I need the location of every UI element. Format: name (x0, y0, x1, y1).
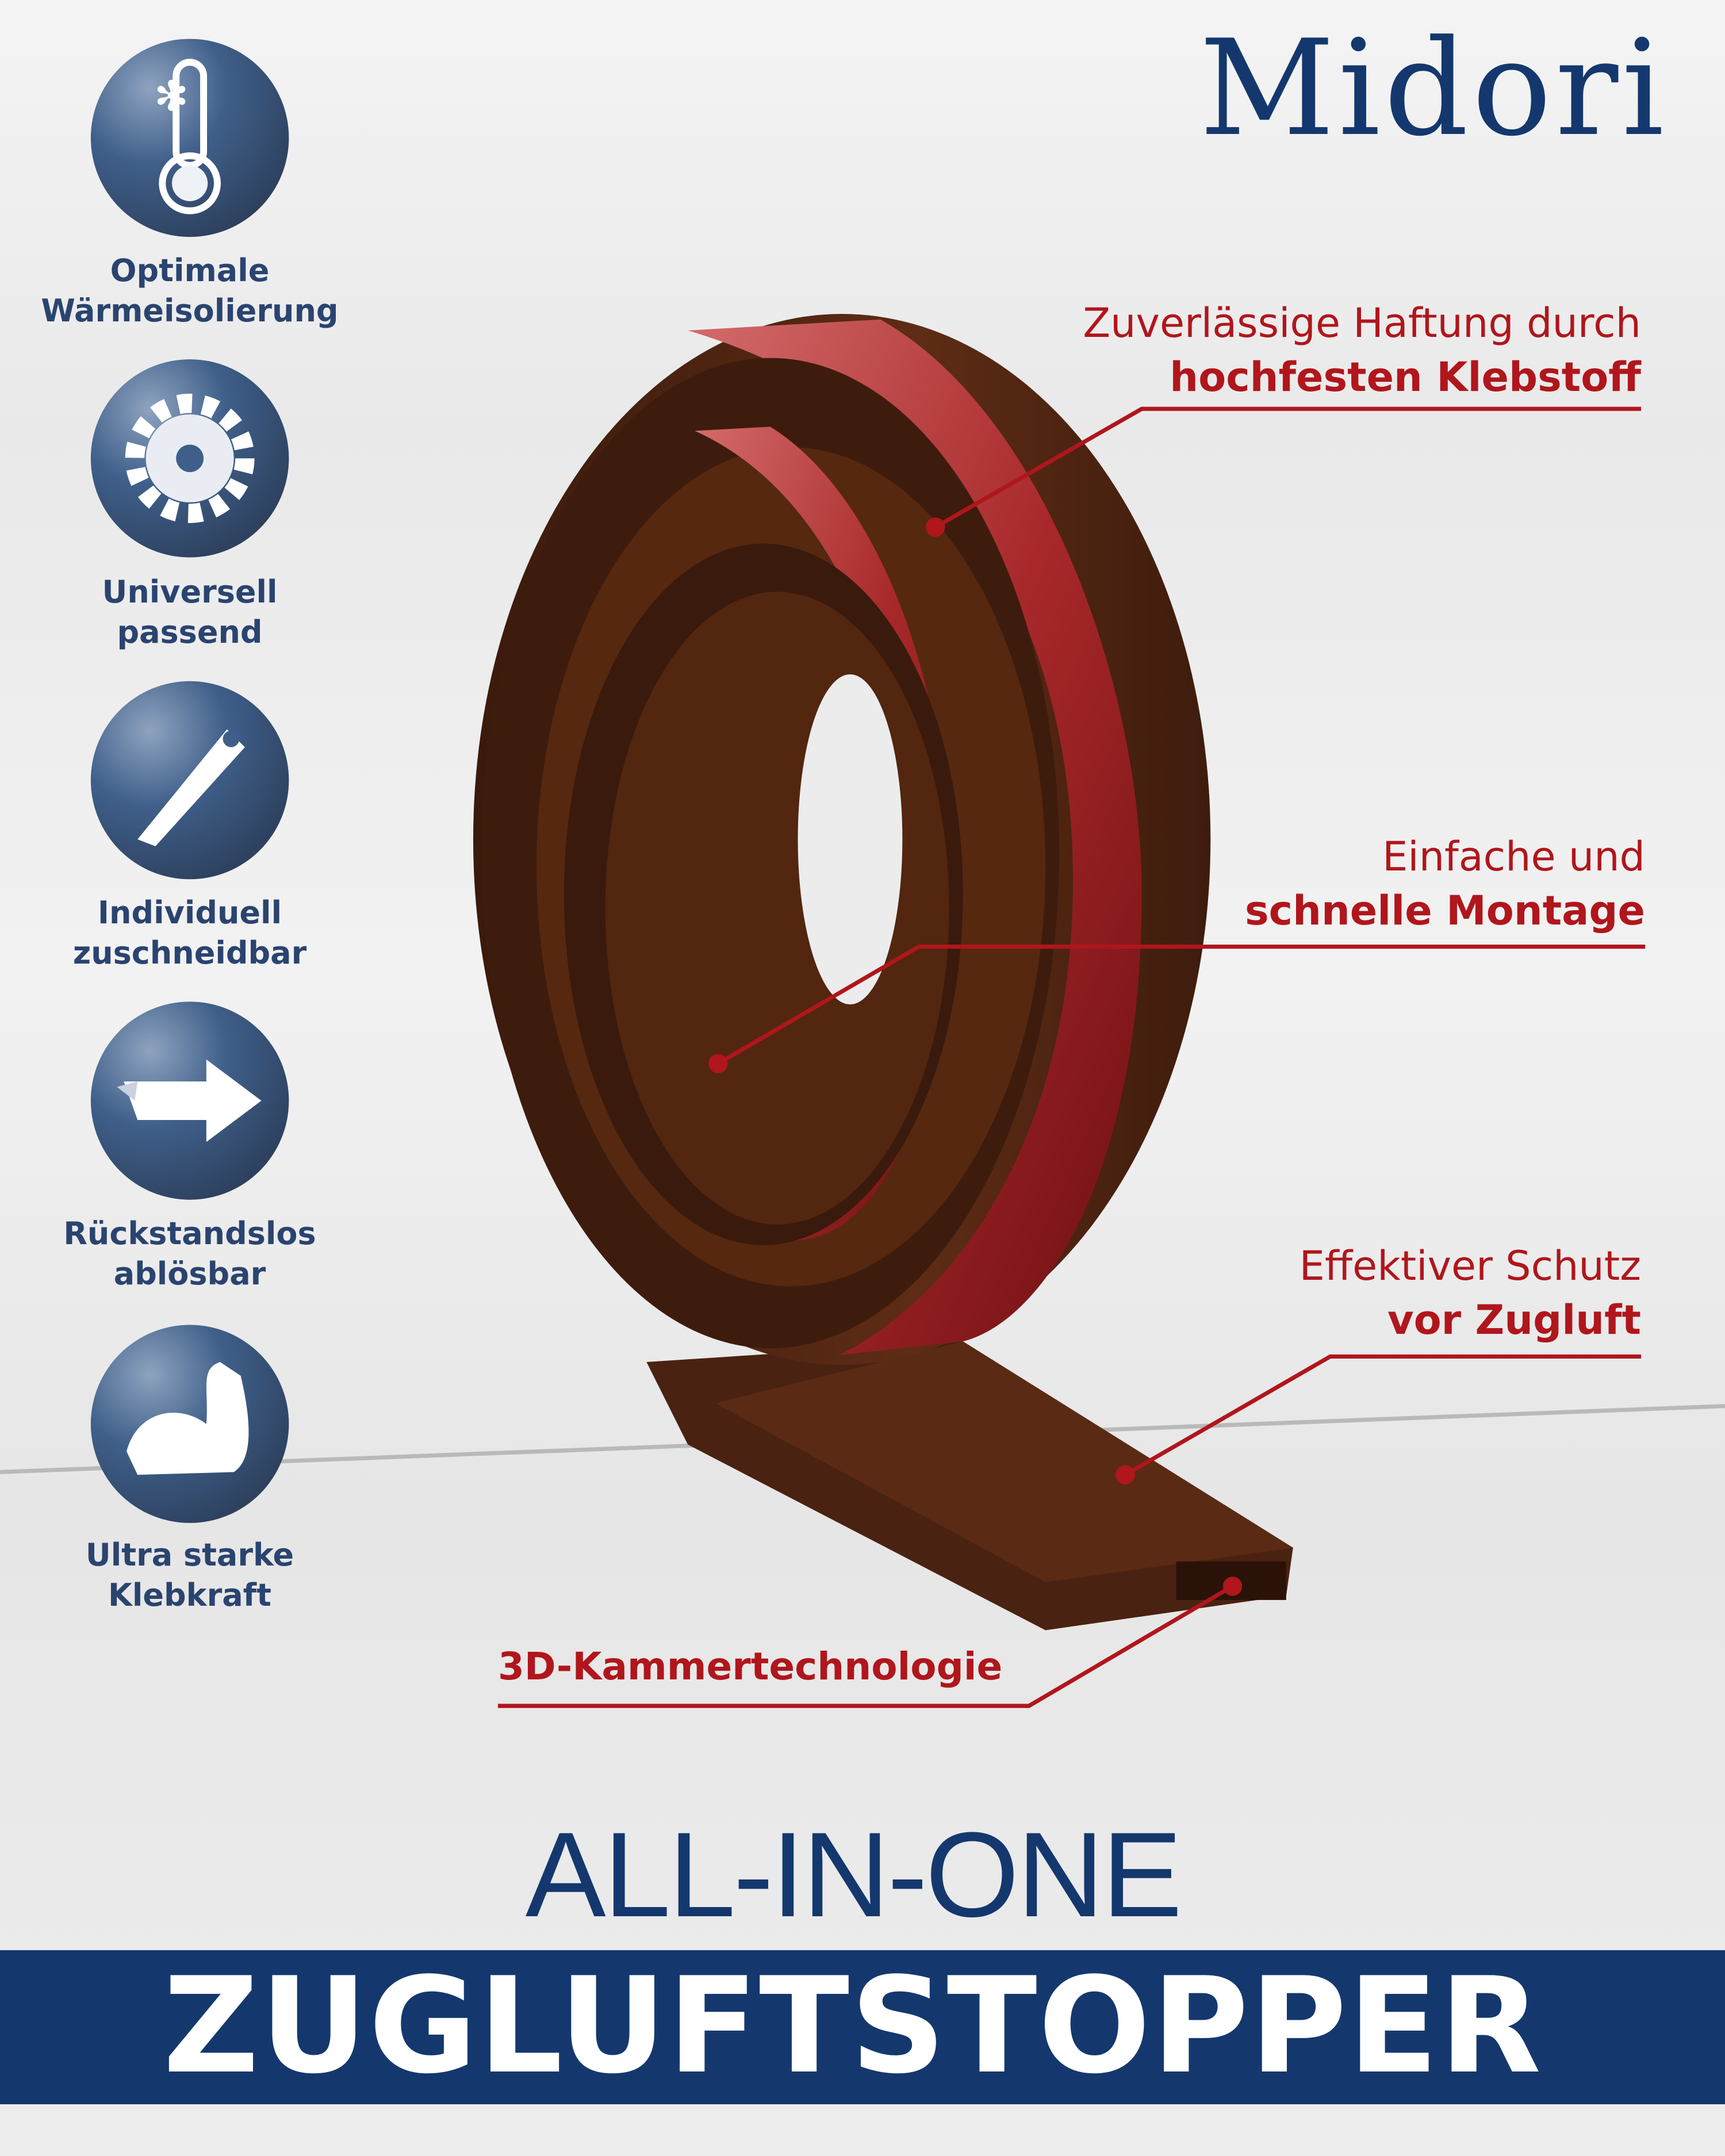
gear-puzzle-icon (90, 359, 289, 558)
headline-top: ALL-IN-ONE (525, 1807, 1183, 1942)
thermometer-snowflake-icon: ✻ (90, 39, 289, 237)
callout-dots (708, 517, 1243, 1596)
cutter-knife-icon (90, 681, 289, 880)
callout-leaders (498, 406, 1646, 1708)
draft-stopper-roll (473, 314, 1293, 1631)
callout-chamber-technology: 3D-Kammertechnologie (498, 1644, 1003, 1689)
headline-banner (0, 1950, 1725, 2104)
roll-center-hole (798, 674, 903, 1005)
strong-arm-icon (90, 1325, 289, 1523)
svg-text:✻: ✻ (154, 72, 189, 120)
peel-arrow-icon (90, 1002, 289, 1200)
headline-banner-text: ZUGLUFTSTOPPER (163, 1950, 1543, 2103)
brand-logo: Midori (1199, 12, 1667, 166)
